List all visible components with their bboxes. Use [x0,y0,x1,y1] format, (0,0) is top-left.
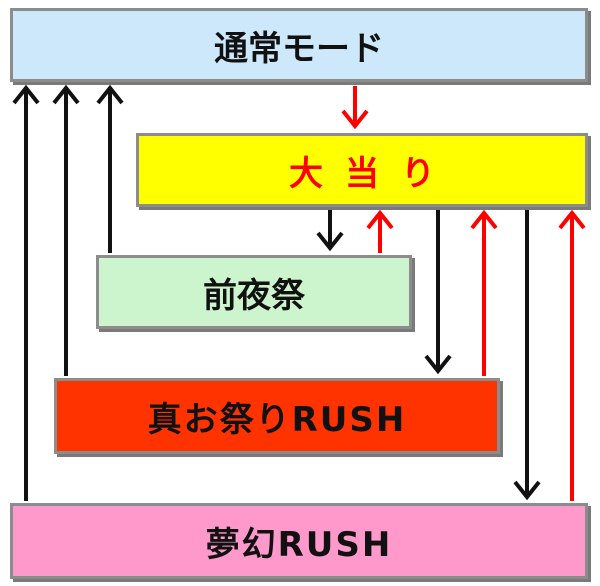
node-jackpot: 大当り [136,133,588,207]
arrow-jackpot-to-eve [316,210,344,252]
node-mugen-rush: 夢幻RUSH [10,503,588,579]
arrow-eve-to-jackpot [366,209,394,253]
arrow-mugen-rush-to-normal [12,84,40,501]
arrow-normal-to-jackpot [341,86,369,130]
arrow-jackpot-to-mugen-rush [513,210,541,501]
node-true-festival-rush: 真お祭りRUSH [54,378,500,454]
arrow-mugen-rush-to-jackpot [558,209,586,501]
arrow-jackpot-to-true-rush [424,210,452,375]
node-normal-mode: 通常モード [10,8,588,82]
arrow-true-rush-to-jackpot [470,209,498,376]
arrow-eve-to-normal [96,84,124,253]
node-eve-festival: 前夜祭 [96,255,412,329]
arrow-true-rush-to-normal [52,84,80,376]
